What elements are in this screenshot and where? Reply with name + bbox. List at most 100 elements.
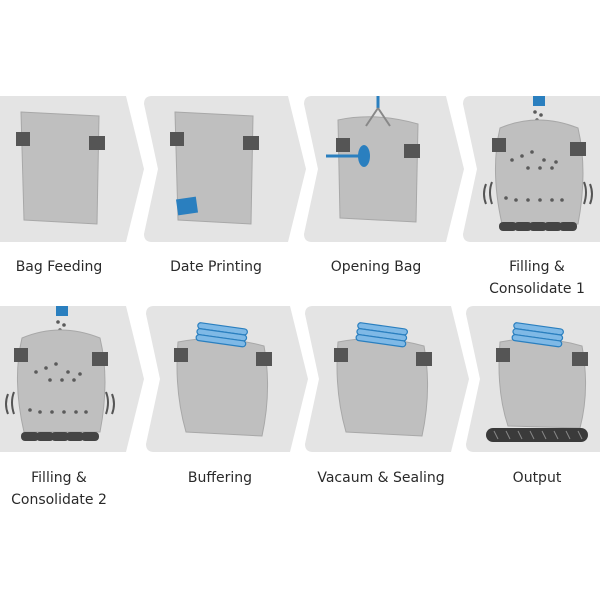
material-dot bbox=[50, 410, 54, 414]
material-dot bbox=[526, 166, 530, 170]
vibrator-pad bbox=[544, 222, 562, 231]
vibrator-pad bbox=[559, 222, 577, 231]
clamp-right bbox=[92, 352, 108, 366]
material-dot bbox=[550, 198, 554, 202]
opening-bag-icon bbox=[326, 96, 420, 223]
conveyor-tread bbox=[577, 430, 583, 440]
vibrator-pad bbox=[66, 432, 84, 441]
step-label-filling-consolidate-1: Filling & Consolidate 1 bbox=[489, 259, 585, 297]
conveyor-tread bbox=[541, 430, 547, 440]
sealing-roller bbox=[511, 334, 563, 348]
clamp-left bbox=[170, 132, 184, 146]
step-label-output: Output bbox=[512, 470, 562, 486]
material-dot bbox=[554, 160, 558, 164]
material-dot bbox=[514, 198, 518, 202]
filling-consolidate-icon bbox=[483, 96, 593, 231]
material-dot bbox=[538, 166, 542, 170]
vibration-mark-right bbox=[105, 391, 109, 415]
step-label-opening-bag: Opening Bag bbox=[330, 259, 422, 275]
material-dot bbox=[48, 378, 52, 382]
material-dot bbox=[34, 370, 38, 374]
step-label-vacuum-sealing: Vacaum & Sealing bbox=[317, 470, 445, 486]
buffering-icon bbox=[174, 322, 272, 437]
material-dot bbox=[66, 370, 70, 374]
bag-body bbox=[20, 111, 100, 225]
clamp-right bbox=[572, 352, 588, 366]
material-dot bbox=[62, 410, 66, 414]
vibration-mark-right bbox=[589, 183, 593, 205]
opener-fingers bbox=[365, 107, 391, 127]
material-dot bbox=[54, 362, 58, 366]
bag-body-open bbox=[337, 116, 419, 223]
conveyor-belt bbox=[486, 428, 588, 442]
suction-cup bbox=[358, 145, 370, 167]
clamp-right bbox=[404, 144, 420, 158]
clamp-left bbox=[334, 348, 348, 362]
material-dot bbox=[84, 410, 88, 414]
bag-body-filled bbox=[176, 338, 269, 437]
material-dot bbox=[542, 158, 546, 162]
sealing-roller bbox=[355, 334, 407, 348]
conveyor-tread bbox=[553, 430, 559, 440]
clamp-left bbox=[492, 138, 506, 152]
material-dot bbox=[44, 366, 48, 370]
material-dot bbox=[38, 410, 42, 414]
vibrator-pad bbox=[499, 222, 517, 231]
vacuum-sealing-icon bbox=[334, 322, 432, 437]
material-dot bbox=[72, 378, 76, 382]
bag-body bbox=[174, 111, 254, 225]
material-dot bbox=[56, 320, 60, 324]
vibrator-pad bbox=[36, 432, 54, 441]
vibration-mark-right bbox=[583, 181, 587, 205]
clamp-right bbox=[243, 136, 259, 150]
material-dot bbox=[78, 372, 82, 376]
material-dot bbox=[520, 154, 524, 158]
material-dot bbox=[533, 110, 537, 114]
material-dot bbox=[538, 198, 542, 202]
vibration-mark-left bbox=[489, 181, 493, 205]
clamp-left bbox=[336, 138, 350, 152]
material-dot bbox=[530, 150, 534, 154]
clamp-right bbox=[89, 136, 105, 150]
filling-consolidate-icon bbox=[5, 306, 115, 441]
material-dot bbox=[539, 113, 543, 117]
material-dot bbox=[504, 196, 508, 200]
vibrator-pad bbox=[81, 432, 99, 441]
conveyor-tread bbox=[493, 430, 499, 440]
step-label-date-printing: Date Printing bbox=[170, 259, 262, 275]
vibration-mark-left bbox=[483, 183, 487, 205]
clamp-left bbox=[496, 348, 510, 362]
conveyor-tread bbox=[565, 430, 571, 440]
material-dot bbox=[560, 198, 564, 202]
filling-nozzle bbox=[533, 96, 545, 106]
date-printer-head bbox=[175, 196, 199, 216]
clamp-left bbox=[14, 348, 28, 362]
vibrator-pad bbox=[529, 222, 547, 231]
material-dot bbox=[526, 198, 530, 202]
material-dot bbox=[510, 158, 514, 162]
filling-nozzle bbox=[56, 306, 68, 316]
output-icon bbox=[486, 322, 588, 442]
clamp-left bbox=[174, 348, 188, 362]
vibration-mark-left bbox=[5, 393, 9, 415]
clamp-right bbox=[416, 352, 432, 366]
conveyor-tread bbox=[505, 430, 511, 440]
conveyor-tread bbox=[517, 430, 523, 440]
material-dot bbox=[62, 323, 66, 327]
conveyor-tread bbox=[529, 430, 535, 440]
vibration-mark-right bbox=[111, 393, 115, 415]
step-label-bag-feeding: Bag Feeding bbox=[15, 259, 103, 275]
bag-feeding-icon bbox=[16, 111, 105, 225]
vibrator-pad bbox=[51, 432, 69, 441]
clamp-left bbox=[16, 132, 30, 146]
bag-body-filled bbox=[336, 338, 429, 437]
material-dot bbox=[550, 166, 554, 170]
vibration-mark-left bbox=[11, 391, 15, 415]
material-dot bbox=[60, 378, 64, 382]
step-label-buffering: Buffering bbox=[187, 470, 253, 486]
clamp-right bbox=[256, 352, 272, 366]
clamp-right bbox=[570, 142, 586, 156]
date-printing-icon bbox=[170, 111, 259, 225]
